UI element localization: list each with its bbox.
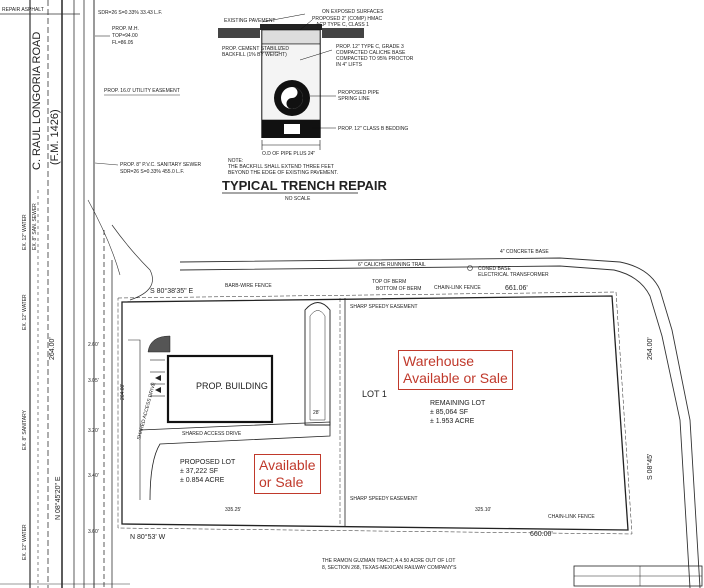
remaining-lot-title: REMAINING LOT — [430, 400, 486, 407]
available-callout-line-2: or Sale — [259, 474, 304, 490]
east-bearing: S 08°45' — [646, 454, 654, 480]
svg-text:PROP. 12" CLASS B BEDDING: PROP. 12" CLASS B BEDDING — [338, 126, 408, 132]
svg-text:BOTTOM OF BERM: BOTTOM OF BERM — [376, 286, 421, 292]
property-boundary — [117, 291, 633, 535]
west-dim-markers: 2.60' 3.05' 3.20' 3.40' 3.60' — [88, 342, 99, 535]
east-distance: 264.00' — [647, 337, 654, 360]
segment-left: 335.25' — [225, 507, 241, 513]
warehouse-callout: Warehouse Available or Sale — [398, 350, 513, 390]
svg-text:CONED BASE: CONED BASE — [478, 266, 511, 272]
utility-easement-note: PROP. 16.0' UTILITY EASEMENT — [104, 88, 180, 94]
north-distance: 661.06' — [505, 285, 528, 292]
svg-text:PROP. CEMENT STABILIZED: PROP. CEMENT STABILIZED — [222, 46, 289, 52]
caliche-lane — [87, 199, 701, 588]
trench-exposed-label: ON EXPOSED SURFACES — [322, 9, 384, 15]
trench-scale: NO SCALE — [285, 196, 311, 202]
svg-text:PROP. 12" TYPE C, GRADE 3: PROP. 12" TYPE C, GRADE 3 — [336, 44, 404, 50]
svg-text:BACKFILL (1% BY WEIGHT): BACKFILL (1% BY WEIGHT) — [222, 52, 287, 58]
svg-text:TOP OF BERM: TOP OF BERM — [372, 279, 406, 285]
north-bearing: S 80°38'35" E — [150, 287, 194, 295]
remaining-lot-acre: ± 1.953 ACRE — [430, 418, 475, 425]
bottom-note-1: THE RAMON GUZMAN TRACT; A 4.50 ACRE OUT … — [322, 558, 455, 564]
svg-text:EX. 8" SANITARY: EX. 8" SANITARY — [22, 409, 28, 450]
remaining-lot-sf: ± 85,064 SF — [430, 409, 468, 416]
svg-text:EX. 12" WATER: EX. 12" WATER — [22, 294, 28, 330]
svg-text:SPRING LINE: SPRING LINE — [338, 96, 370, 102]
trench-existing-pavement-label: EXISTING PAVEMENT — [224, 18, 276, 24]
svg-text:EX. 12" WATER: EX. 12" WATER — [22, 524, 28, 560]
warehouse-callout-line-1: Warehouse — [403, 353, 475, 369]
svg-text:BEYOND THE EDGE OF EXISTING PA: BEYOND THE EDGE OF EXISTING PAVEMENT. — [228, 170, 338, 176]
svg-text:PROPOSED 2" (COMP) HMAC: PROPOSED 2" (COMP) HMAC — [312, 16, 383, 22]
segment-right: 325.10' — [475, 507, 491, 513]
svg-text:264.00': 264.00' — [120, 384, 126, 400]
available-callout: Available or Sale — [254, 454, 321, 494]
svg-text:COMPACTED TO 95% PROCTOR: COMPACTED TO 95% PROCTOR — [336, 56, 414, 62]
svg-text:ELECTRICAL TRANSFORMER: ELECTRICAL TRANSFORMER — [478, 272, 549, 278]
svg-text:EX. 12" WATER: EX. 12" WATER — [22, 214, 28, 250]
west-utility-labels: EX. 12" WATER EX. 8" SAN. SEWER EX. 12" … — [22, 203, 38, 560]
sdr-top-note: SDR=26 S=0.33% 33.43 L.F. — [98, 10, 162, 16]
concrete-base-label: 4" CONCRETE BASE — [500, 249, 549, 255]
svg-text:C. RAUL LONGORIA ROAD: C. RAUL LONGORIA ROAD — [31, 32, 43, 170]
svg-text:BARB-WIRE FENCE: BARB-WIRE FENCE — [225, 283, 272, 289]
svg-text:3.40': 3.40' — [88, 473, 99, 479]
west-distance: 264.00' — [49, 337, 56, 360]
svg-text:CHAIN-LINK FENCE: CHAIN-LINK FENCE — [434, 285, 481, 291]
svg-text:THE BACKFILL SHALL EXTEND THRE: THE BACKFILL SHALL EXTEND THREE FEET — [228, 164, 334, 170]
building-label: PROP. BUILDING — [196, 381, 268, 391]
repair-asphalt-label: REPAIR ASPHALT — [2, 7, 44, 13]
west-bearing: N 08°45'20" E — [54, 476, 62, 520]
manhole-note-1: PROP. M.H. — [112, 26, 139, 32]
svg-text:2.60': 2.60' — [88, 342, 99, 348]
svg-text:COMPACTED CALICHE BASE: COMPACTED CALICHE BASE — [336, 50, 406, 56]
proposed-lot-title: PROPOSED LOT — [180, 459, 236, 466]
south-bearing: N 80°53' W — [130, 533, 166, 541]
svg-text:ACP TYPE C, CLASS 1: ACP TYPE C, CLASS 1 — [316, 22, 369, 28]
proposed-lot-acre: ± 0.854 ACRE — [180, 477, 225, 484]
shared-drive-vertical-label: SHARED ACCESS DRIVE — [136, 381, 157, 440]
svg-text:IN 4" LIFTS: IN 4" LIFTS — [336, 62, 363, 68]
shared-drive-label: SHARED ACCESS DRIVE — [182, 431, 242, 437]
road-fm: (F.M. 1426) — [49, 109, 61, 165]
drive-width: 28' — [313, 410, 320, 416]
svg-text:O.D OF PIPE PLUS 24": O.D OF PIPE PLUS 24" — [262, 151, 315, 157]
trench-title: TYPICAL TRENCH REPAIR — [222, 178, 388, 193]
svg-text:EX. 8" SAN. SEWER: EX. 8" SAN. SEWER — [32, 203, 38, 250]
sewer-note-2: SDR=26 S=0.33% 455.0 L.F. — [120, 169, 184, 175]
svg-text:SHARP SPEEDY EASEMENT: SHARP SPEEDY EASEMENT — [350, 496, 418, 502]
svg-text:CHAIN-LINK FENCE: CHAIN-LINK FENCE — [548, 514, 595, 520]
lot-label: LOT 1 — [362, 389, 387, 399]
svg-text:3.20': 3.20' — [88, 428, 99, 434]
proposed-building — [166, 354, 274, 424]
available-callout-line-1: Available — [259, 457, 316, 473]
trench-detail: ON EXPOSED SURFACES EXISTING PAVEMENT PR… — [218, 9, 414, 202]
site-features — [128, 302, 331, 501]
svg-text:PROPOSED PIPE: PROPOSED PIPE — [338, 90, 380, 96]
proposed-lot-sf: ± 37,222 SF — [180, 468, 218, 475]
svg-text:NOTE:: NOTE: — [228, 158, 243, 164]
warehouse-callout-line-2: Available or Sale — [403, 370, 508, 386]
svg-text:3.05': 3.05' — [88, 378, 99, 384]
caliche-lane-label: 6" CALICHE RUNNING TRAIL — [358, 262, 426, 268]
svg-text:3.60': 3.60' — [88, 529, 99, 535]
road-name: C. RAUL LONGORIA ROAD — [31, 32, 43, 170]
south-distance: 660.00' — [530, 531, 553, 538]
manhole-note-3: FL=86.05 — [112, 40, 133, 46]
sewer-note-1: PROP. 8" P.V.C. SANITARY SEWER — [120, 162, 202, 168]
road-corridor — [29, 0, 113, 588]
manhole-note-2: TOP=94.00 — [112, 33, 138, 39]
svg-text:(F.M. 1426): (F.M. 1426) — [49, 109, 61, 165]
bottom-note-2: 8, SECTION 268, TEXAS-MEXICAN RAILWAY CO… — [322, 565, 457, 571]
svg-text:SHARP SPEEDY EASEMENT: SHARP SPEEDY EASEMENT — [350, 304, 418, 310]
